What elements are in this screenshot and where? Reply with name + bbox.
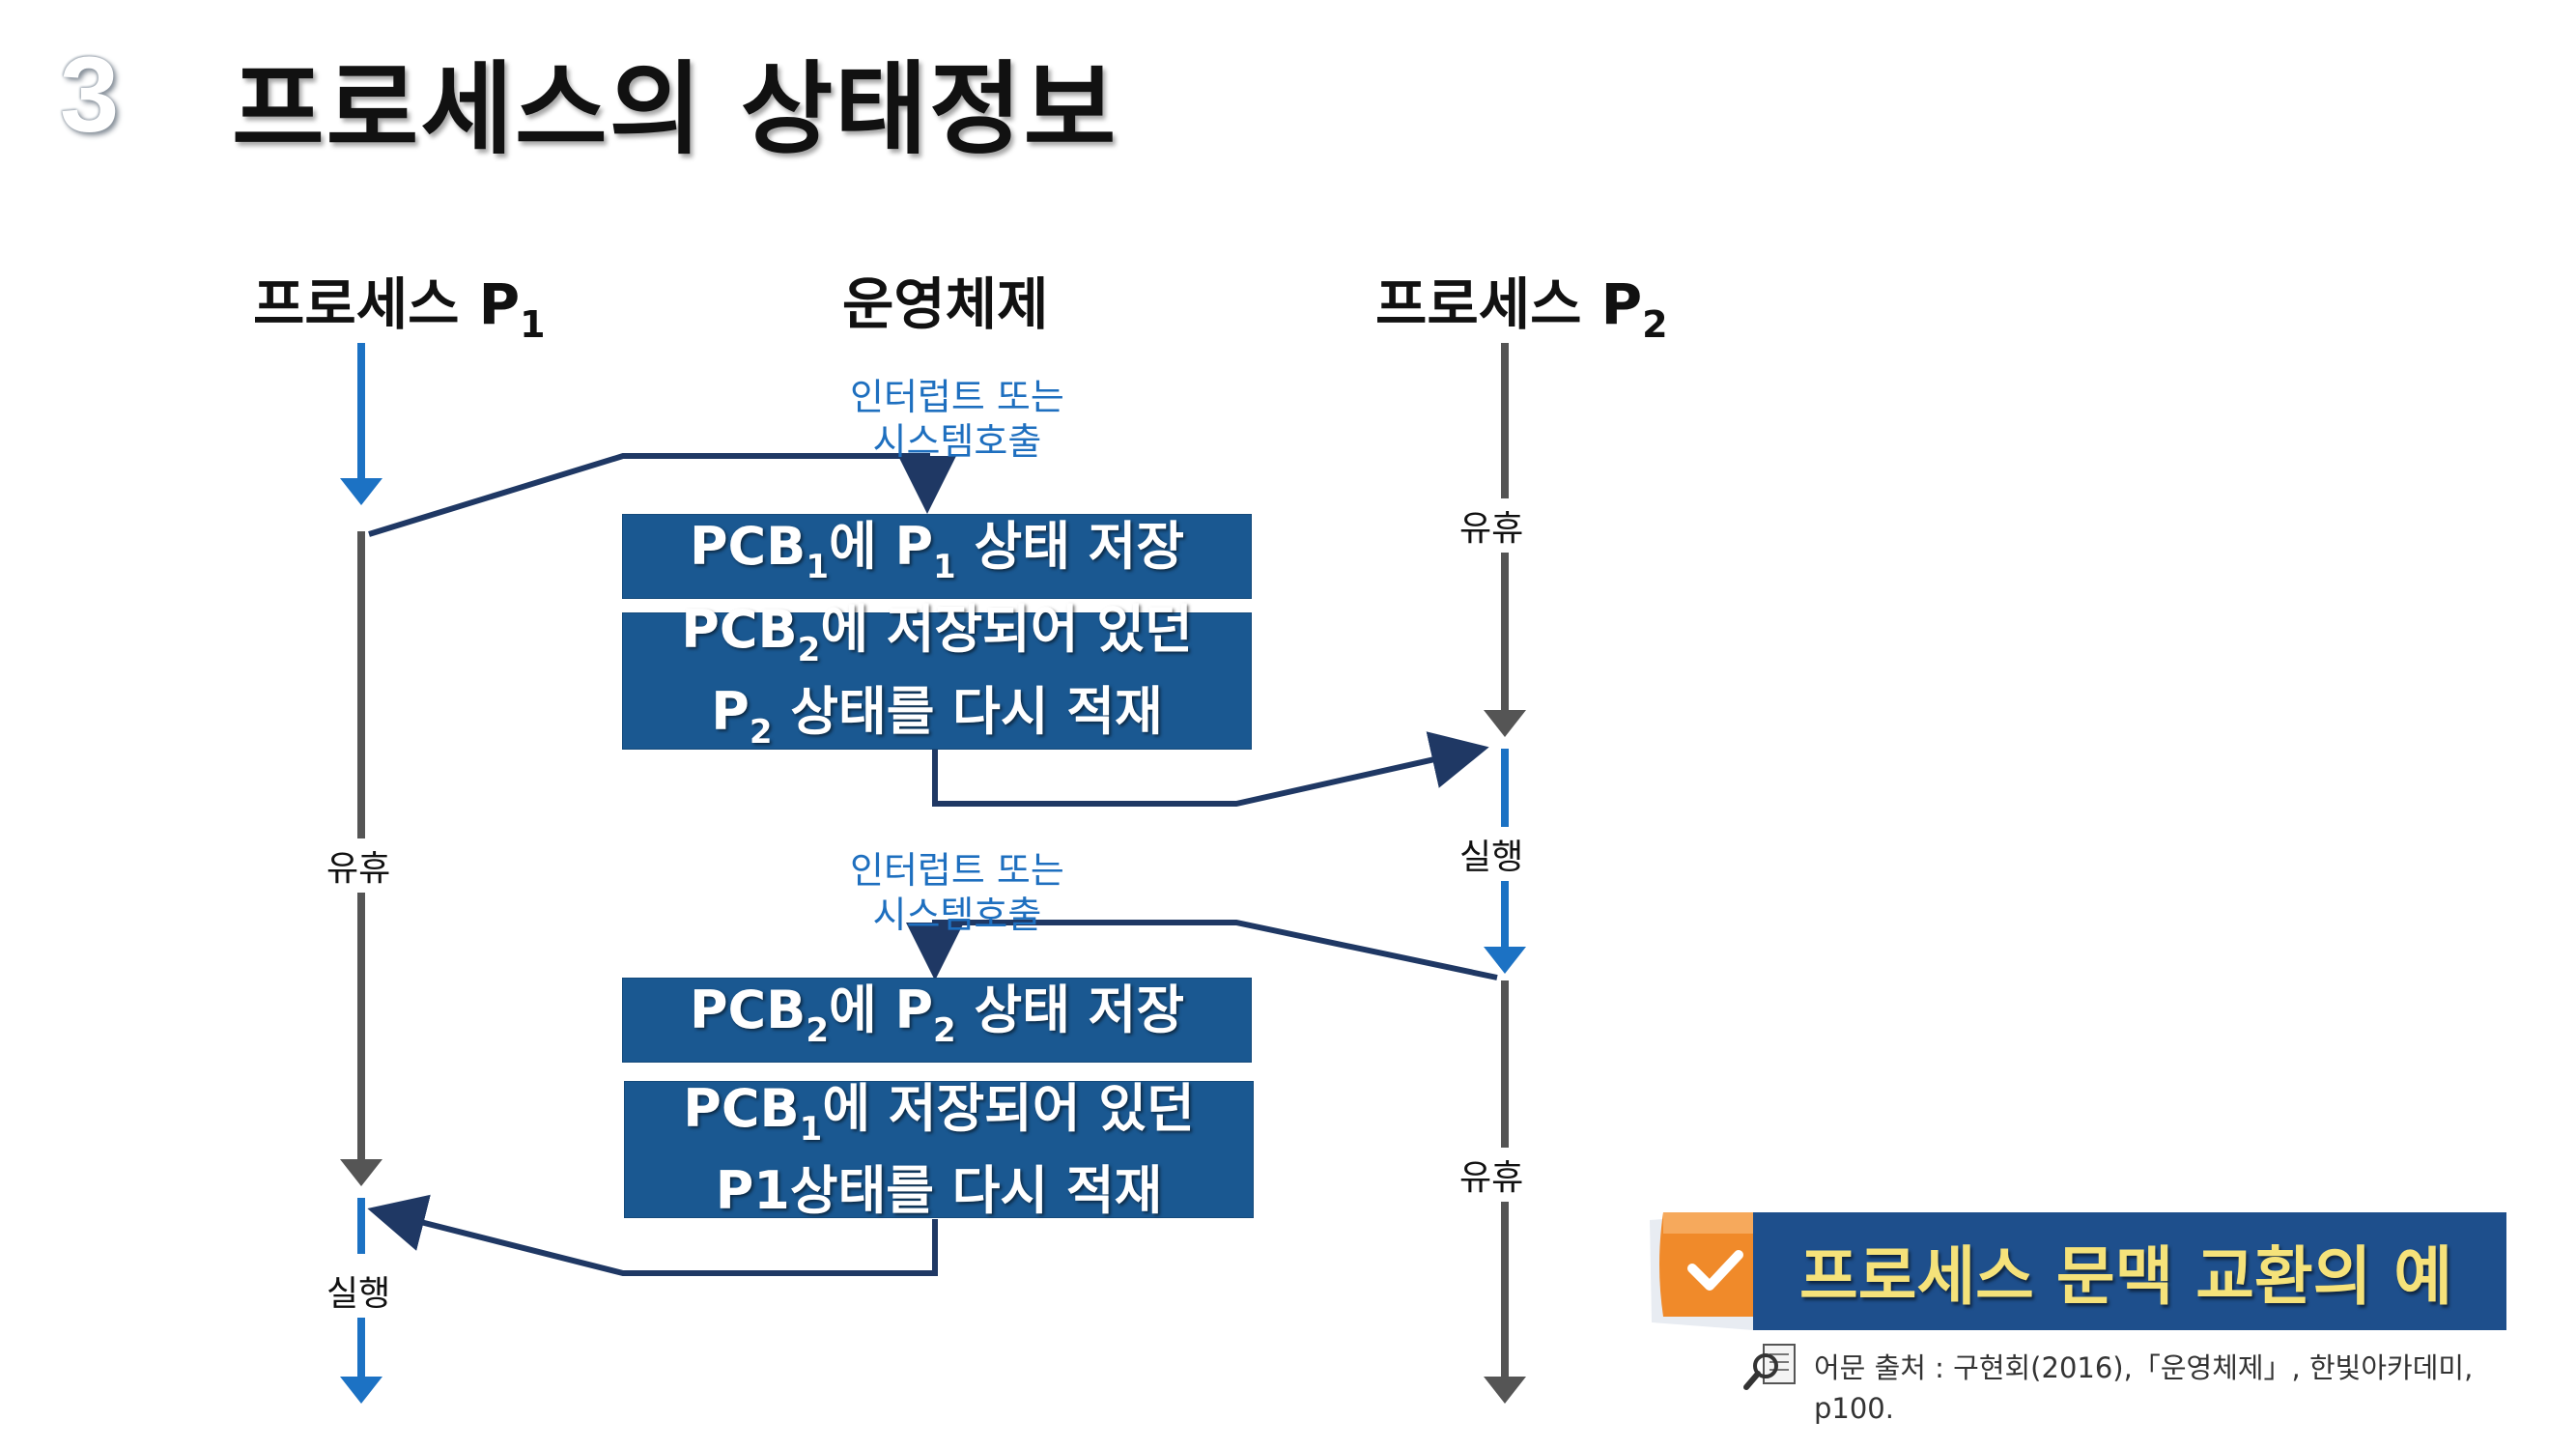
box-subscript: 1 — [933, 547, 956, 586]
box-line: P2 상태를 다시 적재 — [711, 681, 1162, 763]
box-line: PCB2에 저장되어 있던 — [681, 599, 1192, 681]
box-subscript: 2 — [806, 1010, 829, 1050]
p1-running-arrow-top — [340, 343, 382, 505]
box-subscript: 2 — [933, 1010, 956, 1050]
column-heading-text: 프로세스 P — [1375, 271, 1643, 337]
caption-text: 프로세스 문맥 교환의 예 — [1799, 1239, 2453, 1314]
box-text: PCB — [681, 599, 798, 660]
box-text: 에 P — [828, 515, 934, 577]
column-heading-os: 운영체제 — [842, 271, 1049, 337]
box-subscript: 1 — [806, 547, 829, 586]
box-subscript: 2 — [749, 713, 773, 752]
p2-running-label: 실행 — [1454, 827, 1530, 881]
p1-running-arrow-bottom — [340, 1198, 382, 1404]
slide-number: 3 — [60, 36, 120, 155]
column-heading-subscript: 1 — [520, 303, 546, 346]
interrupt-label-line: 시스템호출 — [872, 894, 1042, 936]
box-text: PCB — [689, 515, 807, 577]
box-subscript: 1 — [799, 1109, 823, 1149]
box-text: 에 P — [828, 979, 934, 1040]
os-to-p2-dispatch-line — [932, 731, 1489, 807]
os-box-save-p1-state: PCB1에 P1 상태 저장 — [623, 515, 1251, 598]
os-to-p1-dispatch-line — [367, 1194, 938, 1276]
interrupt-label-line: 인터럽트 또는 — [850, 376, 1064, 418]
slide-title: 프로세스의 상태정보 — [232, 50, 1118, 168]
box-text: P — [711, 681, 750, 742]
box-subscript: 2 — [797, 631, 821, 669]
column-heading-text: 프로세스 P — [253, 271, 521, 337]
interrupt-label-line: 인터럽트 또는 — [850, 849, 1064, 892]
p1-to-os-interrupt-line — [368, 453, 956, 537]
caption-tab — [1650, 1212, 1753, 1330]
source-citation-line: p100. — [1814, 1392, 1894, 1425]
p2-idle-label-2: 유휴 — [1454, 1148, 1530, 1202]
box-line: PCB1에 P1 상태 저장 — [690, 516, 1184, 598]
column-heading-subscript: 2 — [1642, 303, 1668, 346]
box-text: 에 저장되어 있던 — [822, 1077, 1195, 1139]
p1-running-label: 실행 — [321, 1264, 397, 1318]
box-text: 상태 저장 — [955, 515, 1185, 577]
interrupt-label-line: 시스템호출 — [872, 420, 1042, 463]
p2-idle-label-1: 유휴 — [1454, 498, 1530, 553]
box-line: P1상태를 다시 적재 — [715, 1159, 1163, 1221]
box-line: PCB2에 P2 상태 저장 — [690, 980, 1184, 1062]
p2-to-os-interrupt-line — [906, 920, 1498, 980]
os-box-save-p2-state: PCB2에 P2 상태 저장 — [623, 979, 1251, 1062]
p1-idle-label: 유휴 — [321, 838, 397, 893]
os-box-restore-p1-state: PCB1에 저장되어 있던 P1상태를 다시 적재 — [625, 1078, 1253, 1221]
interrupt-label-1: 인터럽트 또는 시스템호출 — [850, 375, 1064, 464]
interrupt-label-2: 인터럽트 또는 시스템호출 — [850, 848, 1064, 937]
os-box-restore-p2-state: PCB2에 저장되어 있던 P2 상태를 다시 적재 — [623, 599, 1251, 752]
box-text: 상태 저장 — [955, 979, 1185, 1040]
box-text: PCB — [689, 979, 807, 1040]
box-text: PCB — [683, 1077, 800, 1139]
magnifier-document-icon — [1743, 1344, 1796, 1390]
column-heading-process-p2: 프로세스 P2 — [1375, 259, 1668, 346]
check-icon — [1687, 1250, 1743, 1291]
caption-banner: 프로세스 문맥 교환의 예 — [1753, 1212, 2506, 1330]
column-heading-process-p1: 프로세스 P1 — [253, 259, 546, 346]
source-citation: 어문 출처 : 구현회(2016),「운영체제」, 한빛아카데미, p100. — [1814, 1348, 2473, 1429]
box-text: 에 저장되어 있던 — [820, 599, 1193, 660]
box-text: 상태를 다시 적재 — [772, 681, 1163, 742]
box-line: PCB1에 저장되어 있던 — [683, 1078, 1194, 1160]
source-citation-line: 어문 출처 : 구현회(2016),「운영체제」, 한빛아카데미, — [1814, 1351, 2474, 1384]
